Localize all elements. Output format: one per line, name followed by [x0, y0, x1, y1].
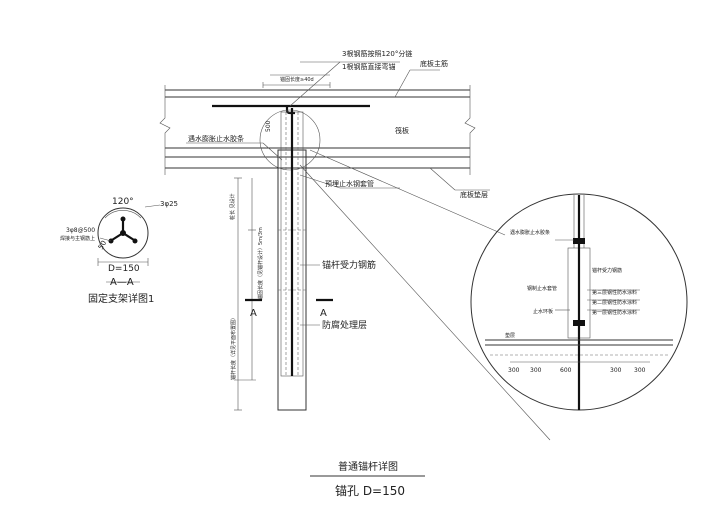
circle-layer-1: 第三层钢性防水涂料: [592, 289, 637, 296]
circle-dim-2: 300: [530, 367, 542, 374]
vertical-note-3: 桩长 见设计: [229, 193, 236, 220]
label-bars-120: 3根钢筋按照120°分链: [342, 49, 412, 58]
label-slab: 筏板: [395, 126, 409, 135]
circle-dim-1: 300: [508, 367, 520, 374]
vertical-note-2: 锚杆长度（详见平面布置图）: [230, 315, 237, 380]
circle-rebar: 锚杆受力钢筋: [592, 267, 622, 274]
circle-waterstop: 遇水膨胀止水胶条: [510, 229, 550, 236]
label-bar-bend: 1根钢筋直接弯锚: [342, 62, 395, 71]
raft-slab: [159, 85, 476, 175]
junction-detail-circle: [259, 109, 321, 171]
large-detail-circle: [470, 193, 688, 411]
label-section-a-left: A: [250, 308, 257, 319]
circle-ring: 止水环板: [533, 308, 553, 315]
circle-layer-3: 第一层钢性防水涂料: [592, 309, 637, 316]
label-anticorrosion: 防腐处理层: [322, 319, 367, 331]
label-rebar: 锚杆受力钢筋: [322, 259, 376, 271]
detail-bracket-1: 3φ8@500: [66, 227, 95, 234]
main-title: 普通锚杆详图: [338, 460, 398, 473]
circle-sleeve: 钢制止水套管: [527, 285, 557, 292]
vertical-dimensions: [234, 177, 256, 411]
circle-cushion: 垫层: [505, 332, 515, 339]
label-anchor-length: 锚固长度≥40d: [280, 76, 314, 83]
detail-bar: 3φ25: [160, 200, 178, 208]
detail-bracket-2: 焊接与主钢筋上: [60, 235, 95, 242]
detail-caption: 固定支架详图1: [88, 292, 154, 305]
detail-angle: 120°: [112, 197, 134, 207]
label-bottom-main: 底板主筋: [420, 59, 448, 68]
detail-dim-50: 50: [97, 239, 108, 251]
leader-lines: [186, 61, 551, 441]
label-waterstop-top: 遇水膨胀止水胶条: [188, 134, 244, 143]
circle-dim-5: 300: [634, 367, 646, 374]
label-section-a-right: A: [320, 308, 327, 319]
circle-layer-2: 第二层钢性防水涂料: [592, 299, 637, 306]
label-embedded-sleeve: 预埋止水钢套管: [325, 179, 374, 188]
label-dim-500: 500: [265, 120, 272, 132]
detail-d: D=150: [108, 264, 140, 274]
detail-section: A—A: [110, 277, 134, 288]
circle-dim-4: 300: [610, 367, 622, 374]
anchor-pile: [277, 108, 307, 411]
label-cushion: 底板垫层: [460, 190, 488, 199]
bracket-detail: [97, 204, 161, 283]
circle-dim-3: 600: [560, 367, 572, 374]
subtitle: 锚孔 D=150: [335, 483, 405, 498]
vertical-note-1: 锚固长度（见锚杆设计）5m/3m: [257, 227, 264, 300]
